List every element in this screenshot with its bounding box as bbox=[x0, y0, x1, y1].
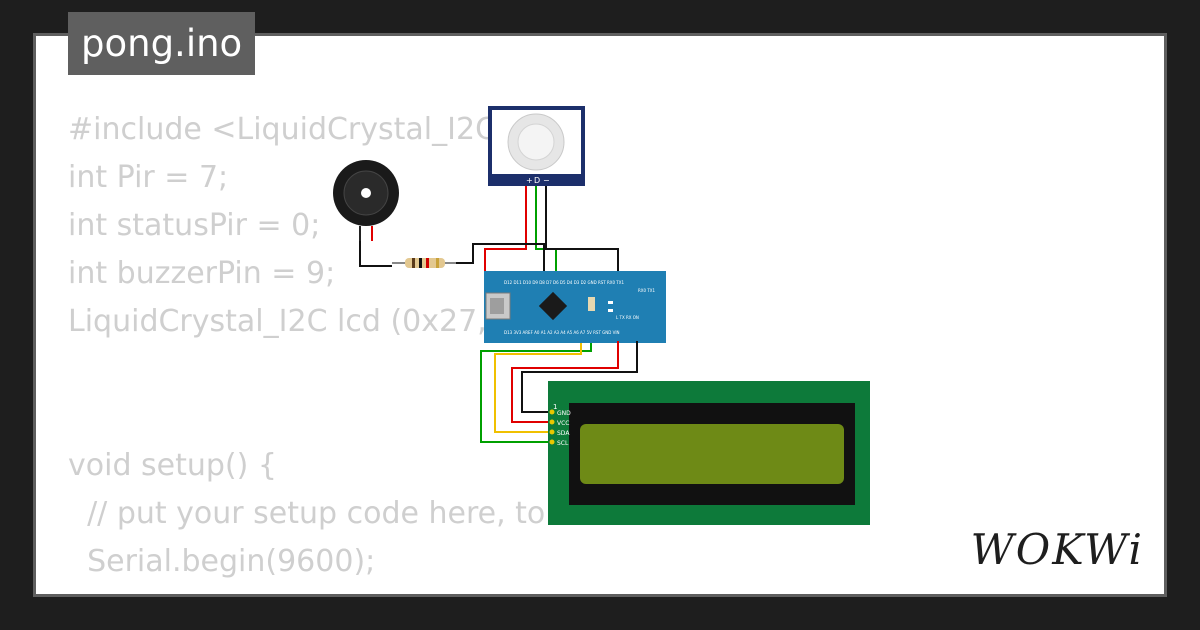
arduino-top-pins: D12 D11 D10 D9 D8 D7 D6 D5 D4 D3 D2 GND … bbox=[504, 280, 624, 285]
pir-pin-minus: − bbox=[543, 176, 550, 185]
lcd-pin-gnd: GND bbox=[557, 410, 571, 417]
lcd-pin-vcc: VCC bbox=[557, 420, 569, 427]
lcd-pin-scl: SCL bbox=[557, 440, 569, 447]
microcontroller-chip bbox=[538, 291, 568, 321]
code-line: Serial.println("Sistem Pendeteksi Gerak"… bbox=[68, 586, 715, 594]
pir-pin-d: D bbox=[534, 176, 540, 185]
arduino-nano[interactable]: D12 D11 D10 D9 D8 D7 D6 D5 D4 D3 D2 GND … bbox=[484, 271, 666, 343]
lcd-display[interactable]: 1 GND VCC SDA SCL bbox=[548, 381, 870, 525]
code-line: int Pir = 7; bbox=[68, 160, 229, 195]
code-line: void setup() { bbox=[68, 448, 277, 483]
buzzer[interactable] bbox=[333, 160, 399, 241]
lcd-pin-sda: SDA bbox=[557, 430, 570, 437]
preview-card: #include <LiquidCrystal_I2C.int Pir = 7;… bbox=[33, 33, 1167, 597]
file-name-badge: pong.ino bbox=[68, 12, 256, 75]
code-line: // put your setup code here, to bbox=[68, 496, 546, 531]
code-line: Serial.begin(9600); bbox=[68, 544, 376, 579]
code-editor: #include <LiquidCrystal_I2C.int Pir = 7;… bbox=[68, 106, 715, 594]
pir-sensor[interactable]: + D − bbox=[488, 106, 585, 186]
arduino-bottom-pins: D13 3V3 AREF A0 A1 A2 A3 A4 A5 A6 A7 5V … bbox=[504, 330, 620, 335]
circuit-diagram: + D − bbox=[333, 106, 870, 525]
lcd-screen bbox=[580, 424, 844, 484]
arduino-led-labels: L TX RX ON bbox=[616, 315, 639, 320]
code-line: int buzzerPin = 9; bbox=[68, 256, 336, 291]
arduino-rxtx-label: RX0 TX1 bbox=[638, 288, 656, 293]
code-line: #include <LiquidCrystal_I2C. bbox=[68, 112, 506, 147]
lcd-pin-1-label: 1 bbox=[553, 403, 557, 411]
resistor[interactable] bbox=[392, 258, 456, 268]
wires-lcd bbox=[480, 341, 638, 443]
code-line: LiquidCrystal_I2C lcd (0x27, bbox=[68, 304, 487, 339]
pir-pin-plus: + bbox=[526, 176, 533, 185]
wokwi-logo: WOKWi bbox=[970, 525, 1144, 574]
code-line: int statusPir = 0; bbox=[68, 208, 321, 243]
